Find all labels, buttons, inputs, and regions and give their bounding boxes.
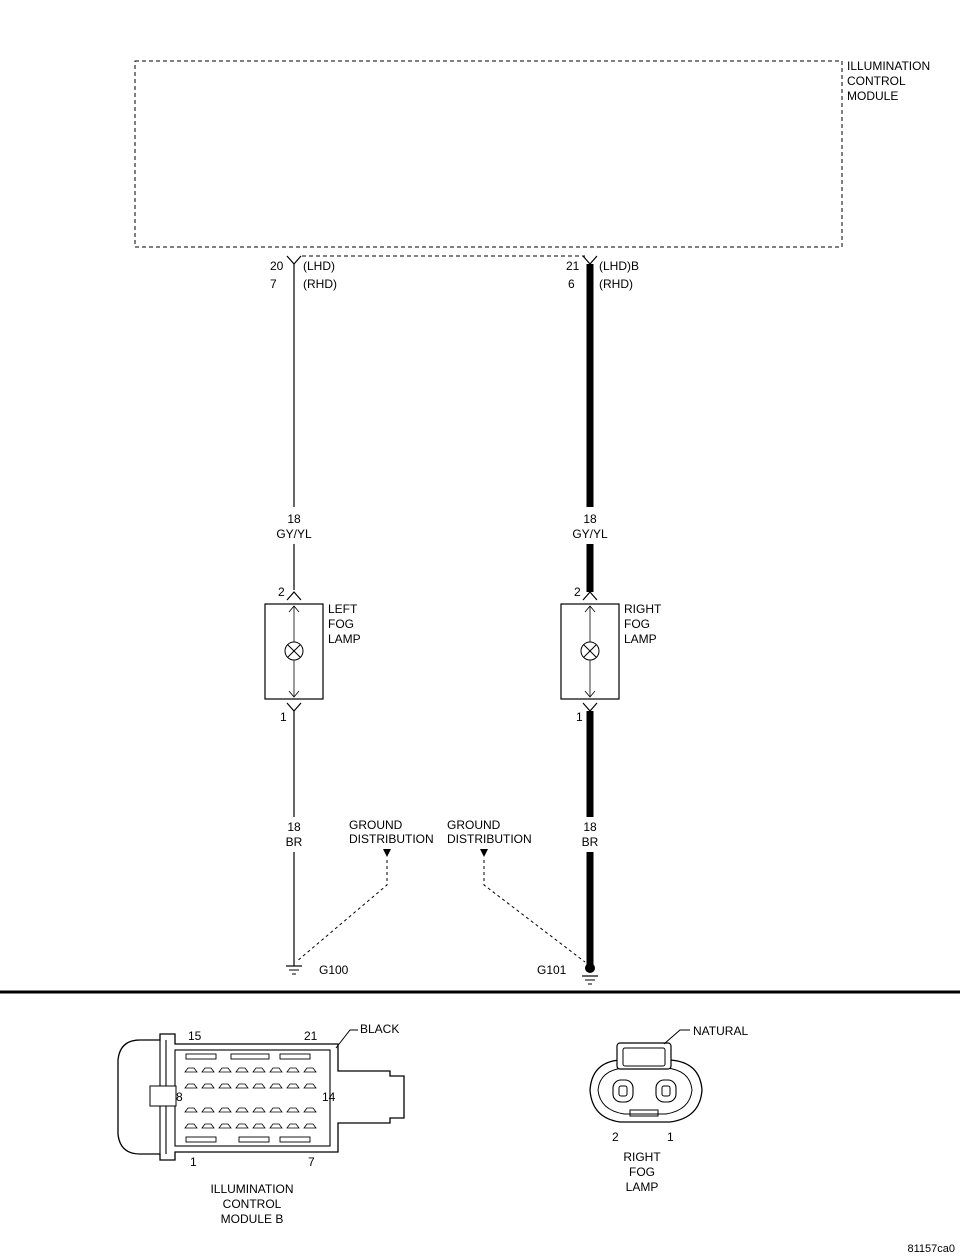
left-fog-lamp-box — [264, 603, 324, 700]
module-b-connector-body — [174, 1049, 331, 1147]
left-lamp-name-3: LAMP — [328, 632, 361, 646]
module-b-pin-8: 8 — [176, 1090, 183, 1104]
right-lamp-name-1: RIGHT — [624, 602, 662, 616]
module-b-top-slots — [185, 1053, 311, 1060]
left-wire-lower-color: BR — [286, 835, 303, 849]
ground-ref-left-line-1: GROUND — [349, 818, 403, 832]
left-pin-rhd: 7 — [270, 277, 277, 291]
fog-lamp-connector-pin-2: 2 — [612, 1130, 619, 1144]
left-module-pin-symbol — [286, 255, 302, 265]
left-lamp-inner-arrow-top — [288, 605, 300, 613]
ground-g101-label: G101 — [537, 963, 567, 977]
module-b-connector-view: 15 21 8 14 1 7 BLACK ILLUMINATION CONTRO… — [117, 1022, 405, 1226]
ground-ref-right-line-2: DISTRIBUTION — [447, 832, 532, 846]
left-pin-lhd-label: (LHD) — [303, 259, 335, 273]
right-lamp-inner-arrow-bottom — [584, 690, 596, 698]
right-lamp-top-pin-symbol — [582, 591, 598, 601]
right-lamp-bulb-x2 — [583, 644, 597, 658]
figure-id: 81157ca0 — [907, 1243, 955, 1255]
right-pin-rhd-label: (RHD) — [599, 277, 633, 291]
ground-ref-right-line-1: GROUND — [447, 818, 501, 832]
right-wire-lower-color: BR — [582, 835, 599, 849]
right-lamp-pin-top: 2 — [574, 585, 581, 599]
right-lamp-name-3: LAMP — [624, 632, 657, 646]
ground-ref-left-dash — [295, 860, 388, 963]
module-b-pin-cavities — [184, 1067, 317, 1129]
left-lamp-inner-arrow-bottom — [288, 690, 300, 698]
module-name-line-3: MODULE — [847, 89, 898, 103]
right-pin-lhd-label: (LHD)B — [599, 259, 639, 273]
module-b-pin-7: 7 — [308, 1155, 315, 1169]
left-lamp-name-2: FOG — [328, 617, 354, 631]
left-lamp-pin-top: 2 — [278, 585, 285, 599]
right-lamp-pin-bottom: 1 — [576, 710, 583, 724]
module-name-line-1: ILLUMINATION — [847, 59, 930, 73]
fog-lamp-connector-latch — [616, 1042, 672, 1070]
right-lamp-inner-arrow-top — [584, 605, 596, 613]
left-wire-lower-gauge: 18 — [287, 820, 301, 834]
module-b-color: BLACK — [360, 1022, 399, 1036]
fog-lamp-color-leader — [663, 1029, 690, 1045]
ground-distribution-ref-left: GROUND DISTRIBUTION — [295, 818, 434, 963]
right-circuit: 21 (LHD)B 6 (RHD) 18 GY/YL 2 RIGHT FOG L… — [537, 255, 662, 985]
module-b-name-2: CONTROL — [223, 1197, 282, 1211]
module-b-pin-1: 1 — [190, 1155, 197, 1169]
right-ground-splice-dot — [585, 963, 595, 973]
right-fog-lamp-box — [560, 603, 620, 700]
right-lamp-name-2: FOG — [624, 617, 650, 631]
fog-lamp-connector-pin-1: 1 — [667, 1130, 674, 1144]
ground-ref-right-arrow-icon — [480, 849, 488, 857]
left-wire-upper-gauge: 18 — [287, 512, 301, 526]
left-lamp-top-pin-symbol — [286, 591, 302, 601]
module-b-bottom-slots — [185, 1136, 311, 1143]
fog-lamp-connector-name-2: FOG — [629, 1165, 655, 1179]
right-module-pin-symbol — [582, 255, 598, 265]
left-lamp-pin-bottom: 1 — [280, 710, 287, 724]
right-pin-rhd: 6 — [568, 277, 575, 291]
fog-lamp-terminal-1-blade — [661, 1085, 671, 1097]
module-b-pin-15: 15 — [188, 1029, 202, 1043]
fog-lamp-terminal-2-blade — [618, 1085, 628, 1097]
right-wire-upper-gauge: 18 — [583, 512, 597, 526]
left-circuit: 20 (LHD) 7 (RHD) 18 GY/YL 2 LEFT FOG LAM… — [264, 255, 361, 977]
left-pin-lhd: 20 — [270, 259, 284, 273]
left-lamp-bulb-x2 — [287, 644, 301, 658]
module-b-latch — [149, 1085, 177, 1107]
fog-lamp-connector-name-1: RIGHT — [623, 1150, 661, 1164]
left-pin-rhd-label: (RHD) — [303, 277, 337, 291]
ground-g100-label: G100 — [319, 963, 349, 977]
fog-lamp-terminal-1 — [655, 1079, 677, 1103]
left-lamp-bottom-pin-symbol — [286, 702, 302, 712]
fog-lamp-connector-view: NATURAL 2 1 RIGHT FOG LAMP — [589, 1024, 748, 1194]
ground-icon-g100 — [286, 965, 302, 975]
ground-icon-g101 — [582, 975, 598, 985]
fog-lamp-connector-name-3: LAMP — [626, 1180, 659, 1194]
right-lamp-bottom-pin-symbol — [582, 702, 598, 712]
fog-lamp-connector-color: NATURAL — [693, 1024, 748, 1038]
right-wire-upper-color: GY/YL — [572, 527, 608, 541]
left-lamp-name-1: LEFT — [328, 602, 358, 616]
right-pin-lhd: 21 — [566, 259, 580, 273]
module-box — [134, 60, 843, 248]
fog-lamp-connector-latch-inner — [622, 1047, 666, 1067]
right-wire-lower-gauge: 18 — [583, 820, 597, 834]
ground-ref-right-dash — [483, 860, 586, 963]
module-b-name-1: ILLUMINATION — [210, 1182, 293, 1196]
ground-ref-left-line-2: DISTRIBUTION — [349, 832, 434, 846]
module-name-line-2: CONTROL — [847, 74, 906, 88]
module-b-pin-21: 21 — [304, 1029, 318, 1043]
ground-ref-left-arrow-icon — [383, 849, 391, 857]
module-b-name-3: MODULE B — [221, 1212, 284, 1226]
ground-distribution-ref-right: GROUND DISTRIBUTION — [447, 818, 586, 963]
module-b-connector-shell — [117, 1033, 405, 1161]
module-b-color-leader — [335, 1029, 358, 1049]
module-b-pin-14: 14 — [322, 1090, 336, 1104]
fog-lamp-terminal-2 — [612, 1079, 634, 1103]
fog-lamp-key-slot — [629, 1109, 659, 1117]
fog-lamp-connector-shell — [589, 1059, 703, 1123]
fog-lamp-connector-inner — [597, 1067, 693, 1115]
left-wire-upper-color: GY/YL — [276, 527, 312, 541]
